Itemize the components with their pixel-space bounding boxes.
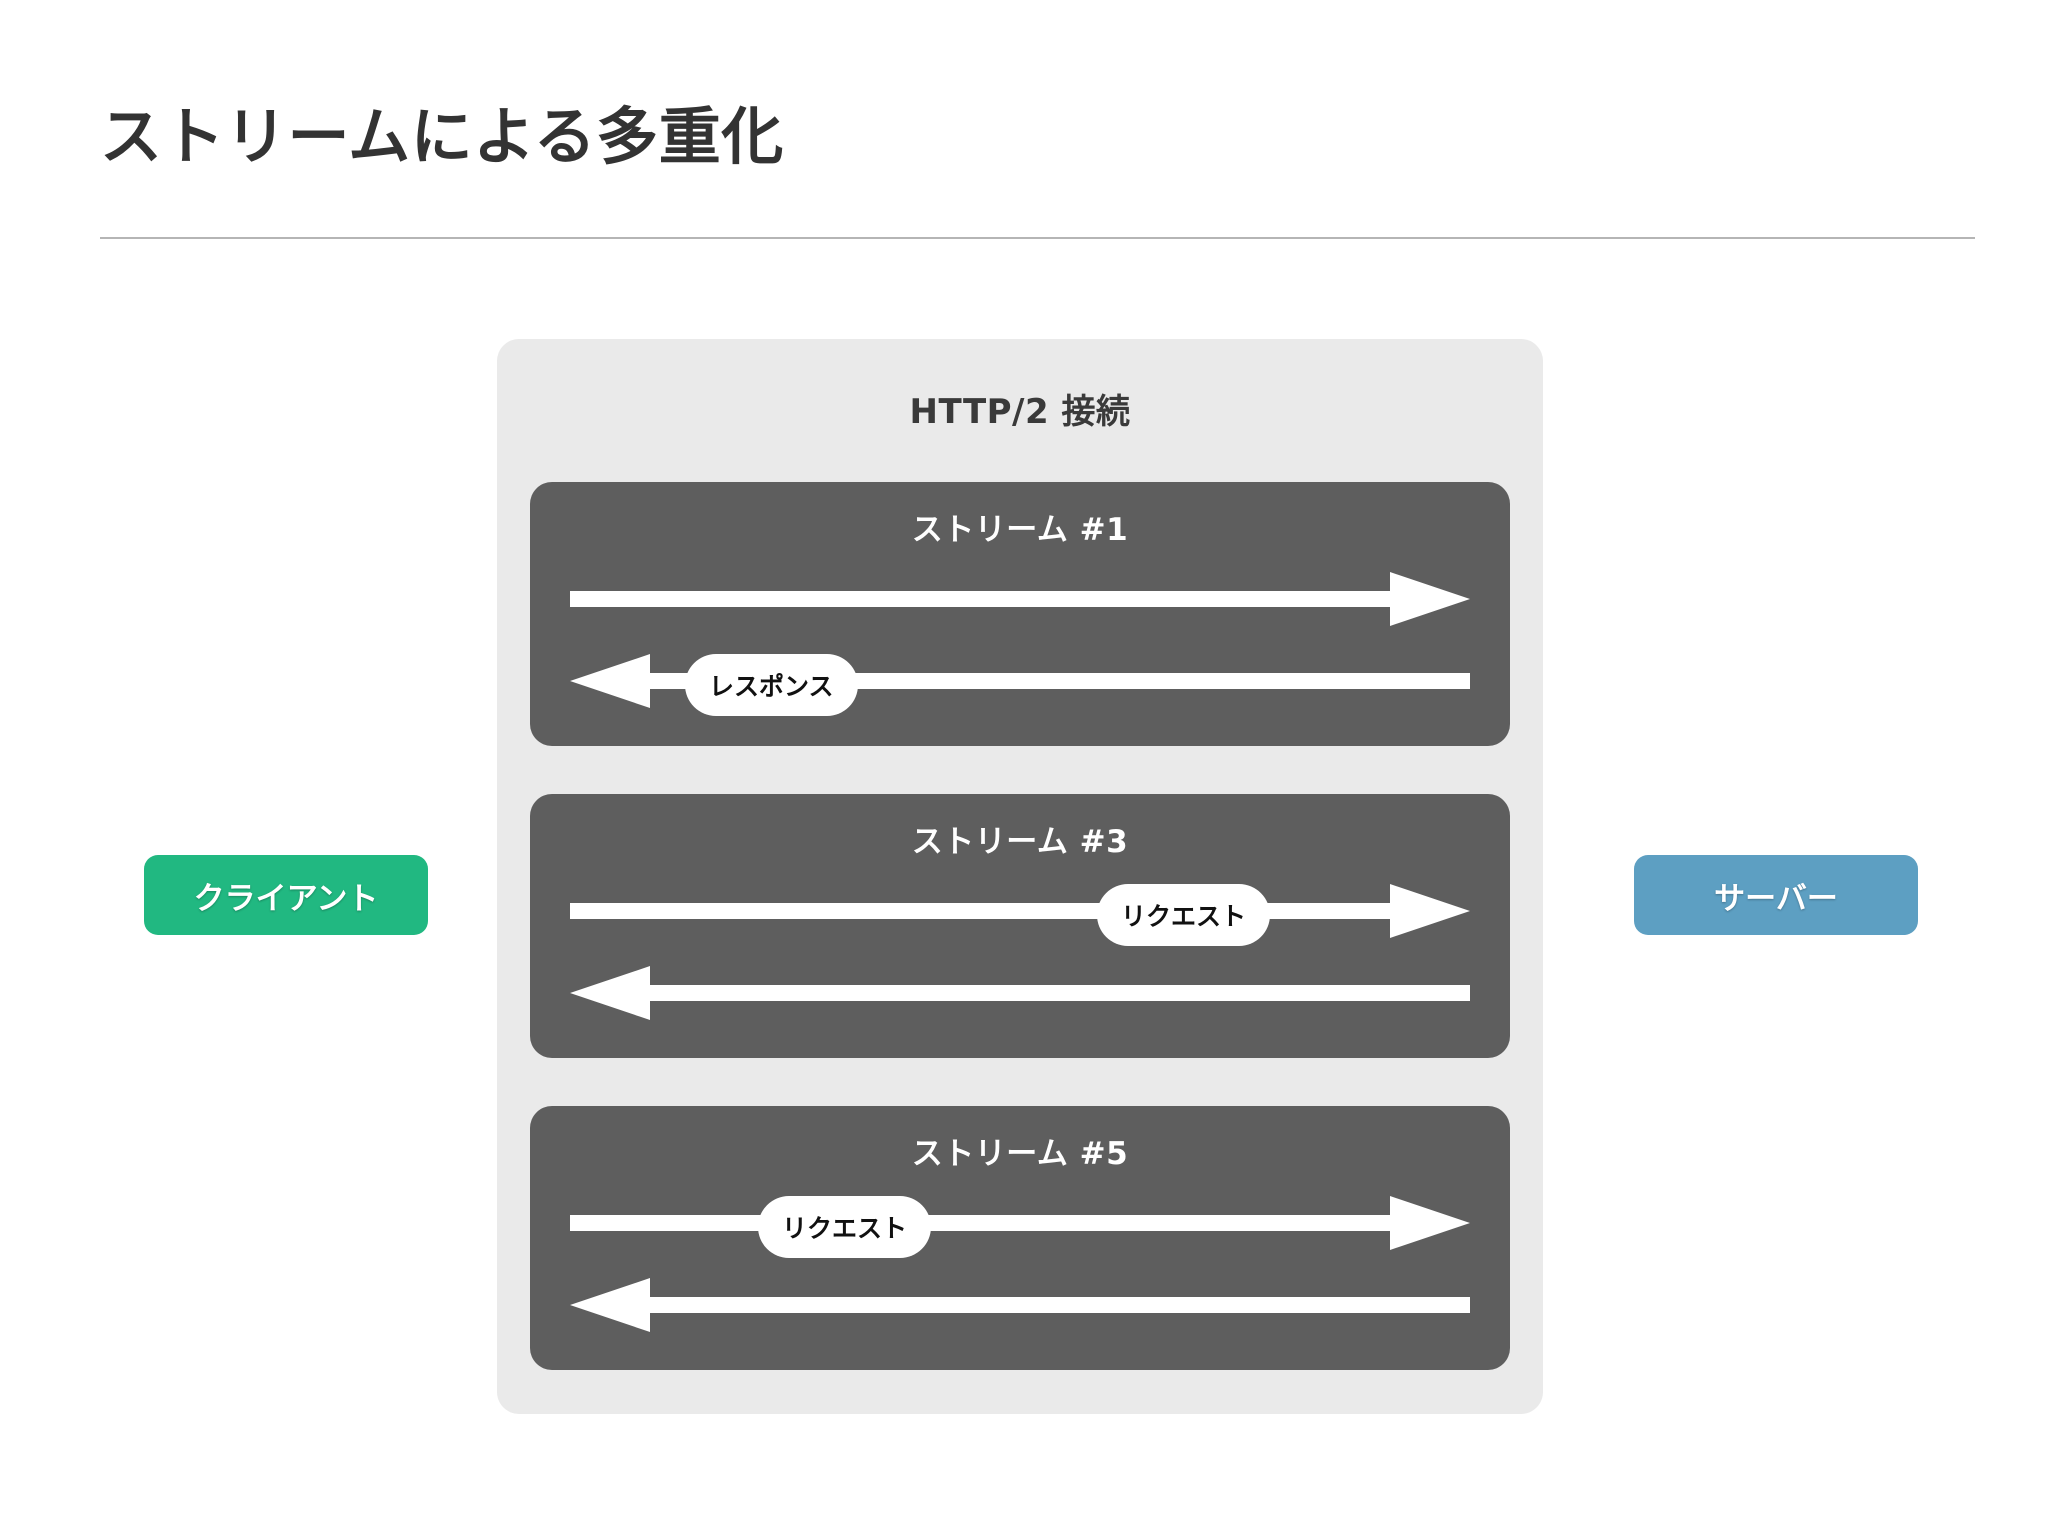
client-node-label: クライアント [193, 880, 379, 917]
arrow-response-5 [570, 1276, 1470, 1334]
title-divider [100, 237, 1975, 239]
message-pill-request-5: リクエスト [758, 1196, 932, 1258]
http2-connection-container: HTTP/2 接続 ストリーム #1 レスポンス ストリーム #3 [497, 339, 1543, 1414]
message-pill-request-3-label: リクエスト [1121, 902, 1247, 931]
arrow-request-1 [570, 570, 1470, 628]
stream-box-1: ストリーム #1 レスポンス [530, 482, 1510, 746]
stream-label-1: ストリーム #1 [911, 512, 1129, 548]
client-node: クライアント [144, 855, 428, 935]
stream-box-5: ストリーム #5 リクエスト [530, 1106, 1510, 1370]
message-pill-response-1: レスポンス [685, 654, 858, 716]
message-pill-request-5-label: リクエスト [782, 1214, 908, 1243]
server-node: サーバー [1634, 855, 1918, 935]
message-pill-request-3: リクエスト [1097, 884, 1271, 946]
arrow-request-5 [570, 1194, 1470, 1252]
server-node-label: サーバー [1714, 880, 1838, 917]
stream-label-5: ストリーム #5 [911, 1136, 1129, 1172]
arrow-response-3 [570, 964, 1470, 1022]
http2-connection-title: HTTP/2 接続 [909, 392, 1131, 432]
arrow-response-1 [570, 652, 1470, 710]
message-pill-response-1-label: レスポンス [709, 672, 834, 701]
arrow-request-3 [570, 882, 1470, 940]
stream-box-3: ストリーム #3 リクエスト [530, 794, 1510, 1058]
page-title: ストリームによる多重化 [100, 100, 784, 173]
stream-label-3: ストリーム #3 [911, 824, 1129, 860]
